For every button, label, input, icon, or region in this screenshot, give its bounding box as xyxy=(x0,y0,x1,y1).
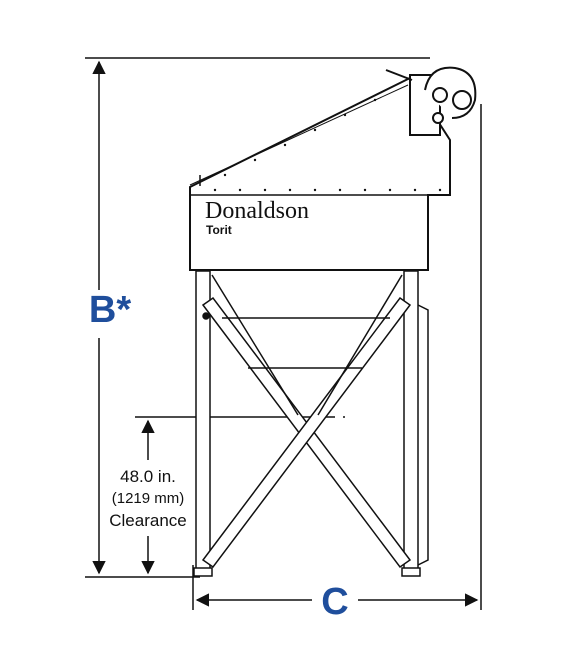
pulse-valve-assembly xyxy=(385,66,477,136)
clearance-label: Clearance xyxy=(109,511,187,530)
hopper xyxy=(211,274,429,566)
valve-bracket xyxy=(385,69,413,81)
right-foot xyxy=(401,567,421,577)
dimension-b xyxy=(85,57,430,578)
valve-knob xyxy=(432,87,448,103)
brand-sub: Torit xyxy=(206,223,232,237)
brace-bolt xyxy=(202,312,210,320)
dimension-c-label: C xyxy=(321,581,348,623)
left-foot xyxy=(193,567,213,577)
cross-brace-2 xyxy=(201,296,412,569)
side-panel xyxy=(417,304,429,566)
roof-trim xyxy=(189,84,409,186)
valve-fitting xyxy=(432,112,444,124)
right-leg xyxy=(403,270,419,572)
dimension-c xyxy=(192,104,482,610)
dimension-b-label: B* xyxy=(89,289,131,331)
support-stand xyxy=(193,270,421,577)
valve-knob-2 xyxy=(452,90,472,110)
housing-rivets xyxy=(213,98,442,192)
hopper-right-edge xyxy=(317,274,403,416)
clearance-metric: (1219 mm) xyxy=(112,490,185,507)
brand-name: Donaldson xyxy=(205,198,309,224)
hopper-left-edge xyxy=(211,274,299,416)
clearance-value: 48.0 in. xyxy=(120,467,176,486)
